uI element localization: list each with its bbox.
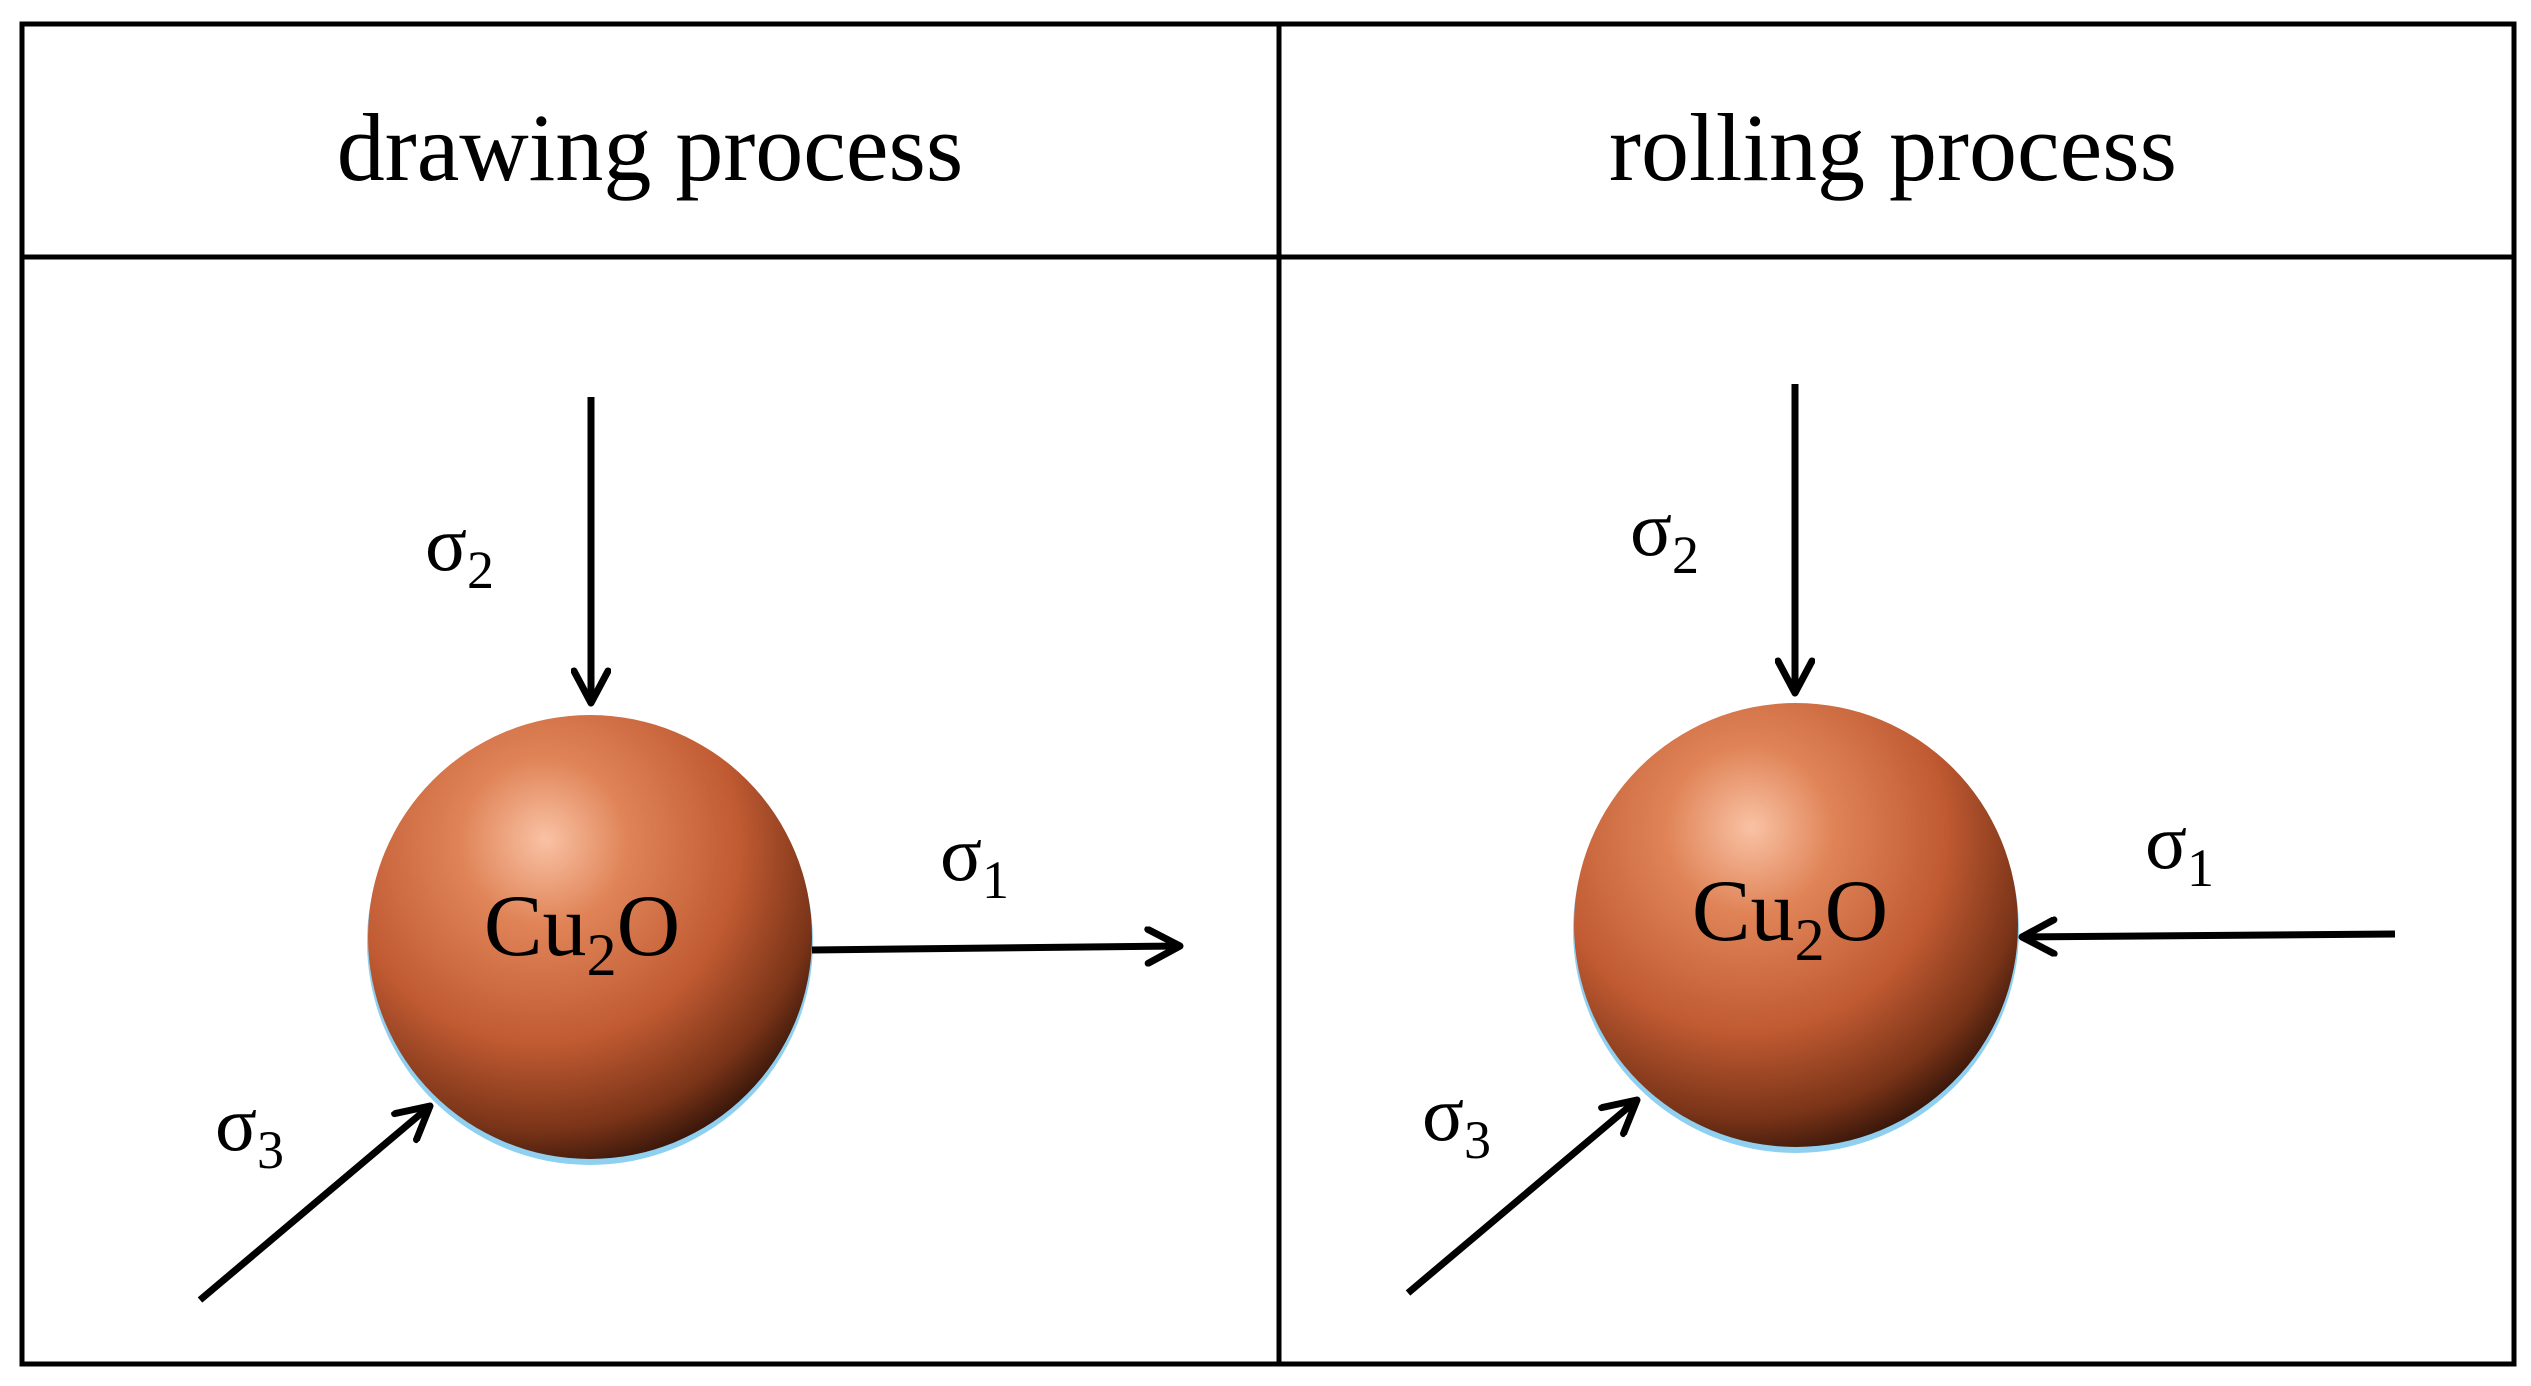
panel-rolling: Cu2O σ2 σ1 σ3 xyxy=(1405,384,2396,1296)
sigma1-label: σ1 xyxy=(940,810,1009,910)
sigma3-arrow xyxy=(1405,1100,1637,1296)
sigma3-label: σ3 xyxy=(215,1080,284,1180)
table-frame xyxy=(19,21,2517,1367)
cu2o-particle: Cu2O xyxy=(367,715,813,1165)
particle-sphere xyxy=(1574,703,2018,1147)
cu2o-particle: Cu2O xyxy=(1573,703,2019,1153)
sigma1-label: σ1 xyxy=(2145,798,2214,898)
sigma2-label: σ2 xyxy=(425,500,494,600)
particle-label: Cu2O xyxy=(484,878,680,988)
sigma1-arrow xyxy=(2022,934,2396,937)
header-rolling-process: rolling process xyxy=(1609,94,2177,201)
particle-label: Cu2O xyxy=(1692,863,1888,973)
sigma3-arrow xyxy=(197,1106,430,1303)
sigma1-arrow xyxy=(811,946,1180,950)
panel-drawing: Cu2O σ2 σ1 σ3 xyxy=(197,397,1180,1303)
table-border xyxy=(19,21,2517,1367)
header-drawing-process: drawing process xyxy=(337,94,963,201)
particle-sphere xyxy=(368,715,812,1159)
sigma2-label: σ2 xyxy=(1630,485,1699,585)
sigma3-label: σ3 xyxy=(1422,1070,1491,1170)
